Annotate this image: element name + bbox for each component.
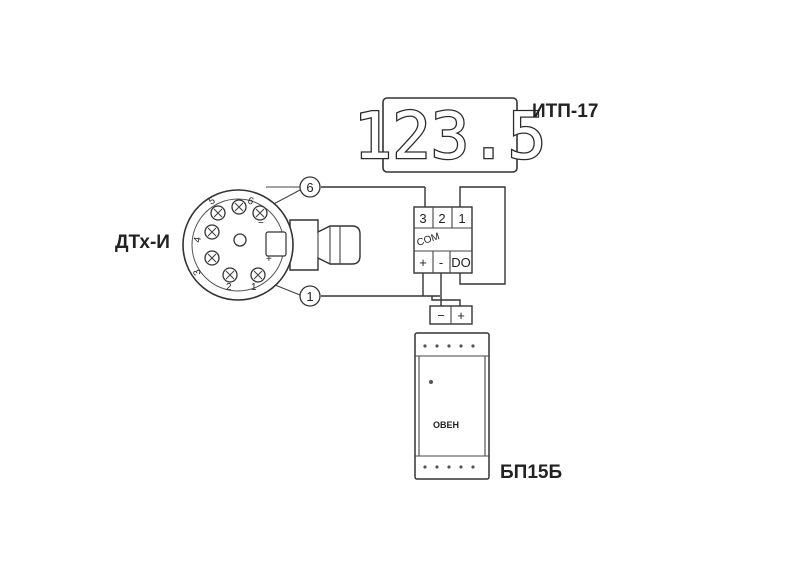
psu-body: ОВЕН (414, 332, 490, 480)
indicator-terminal-block: 3 2 1 COM + - DO (413, 206, 473, 274)
psu-minus: − (437, 308, 445, 323)
indicator-label: ИТП-17 (532, 101, 598, 122)
connector-slot (265, 231, 287, 257)
sensor-label: ДТх-И (115, 232, 170, 253)
psu-terminals: − + (429, 305, 473, 325)
display-value: 123.5 (354, 100, 547, 174)
terminal-3: 3 (419, 211, 426, 226)
sensor-num-6: 6 (246, 195, 255, 207)
sensor-minus-mark: − (258, 218, 264, 229)
sensor-num-2: 2 (226, 282, 232, 293)
terminal-2: 2 (438, 211, 445, 226)
sensor-head: + − 5 4 3 2 1 6 (182, 189, 361, 301)
sensor-screws (204, 199, 268, 283)
sensor-num-3: 3 (191, 267, 203, 276)
indicator-itp17: 123.5 (352, 97, 548, 175)
cable-gland (289, 219, 361, 271)
indicator-body (382, 97, 518, 173)
callout-6: 6 (299, 176, 321, 198)
sensor-num-1: 1 (251, 282, 257, 293)
svg-text:6: 6 (306, 180, 313, 195)
psu-label: БП15Б (500, 462, 562, 483)
terminal-do: DO (451, 255, 471, 270)
callout-1: 1 (299, 285, 321, 307)
terminal-1: 1 (458, 211, 465, 226)
sensor-num-4: 4 (192, 236, 204, 244)
terminal-plus: + (419, 255, 427, 270)
svg-text:1: 1 (306, 289, 313, 304)
sensor-plus-mark: + (266, 254, 272, 265)
terminal-minus: - (439, 255, 443, 270)
sensor-num-5: 5 (207, 195, 218, 208)
psu-plus: + (457, 308, 465, 323)
psu-brand-logo: ОВЕН (433, 420, 459, 430)
